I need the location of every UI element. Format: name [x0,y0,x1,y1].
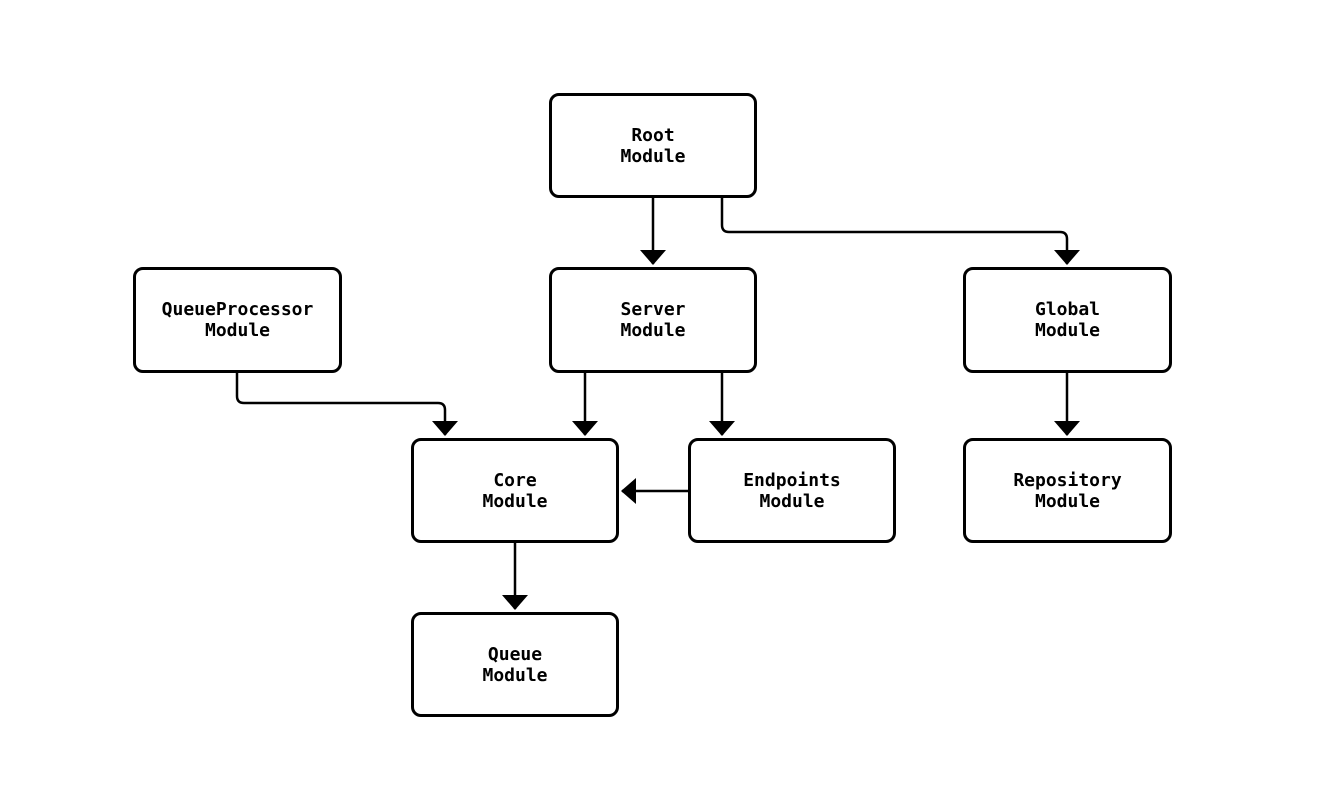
node-label-line: Server [620,299,686,320]
node-global-module: Global Module [963,267,1172,373]
node-label-line: Module [204,320,271,341]
node-label-line: Module [482,664,548,686]
node-label-line: Module [482,490,548,512]
node-queue-module: Queue Module [411,612,619,717]
edge-queueprocessor-to-core [235,373,458,436]
node-label-line: Global [1034,299,1101,320]
node-server-module: Server Module [549,267,757,373]
edge-root-to-global [720,198,1080,265]
node-root-module: Root Module [549,93,757,198]
node-label-line: QueueProcessor [161,299,314,320]
node-label-line: Queue [487,643,543,665]
node-label-line: Module [620,320,686,341]
node-core-module: Core Module [411,438,619,543]
node-label-line: Module [1034,490,1101,512]
node-label-line: Module [620,145,686,167]
node-label-line: Module [1034,320,1101,341]
node-label-line: Endpoints [743,469,841,491]
node-repository-module: Repository Module [963,438,1172,543]
node-label-line: Root [631,124,675,146]
node-endpoints-module: Endpoints Module [688,438,896,543]
node-label-line: Core [493,469,537,491]
node-label-line: Module [759,490,825,512]
node-queueprocessor-module: QueueProcessor Module [133,267,342,373]
node-label-line: Repository [1013,469,1122,491]
